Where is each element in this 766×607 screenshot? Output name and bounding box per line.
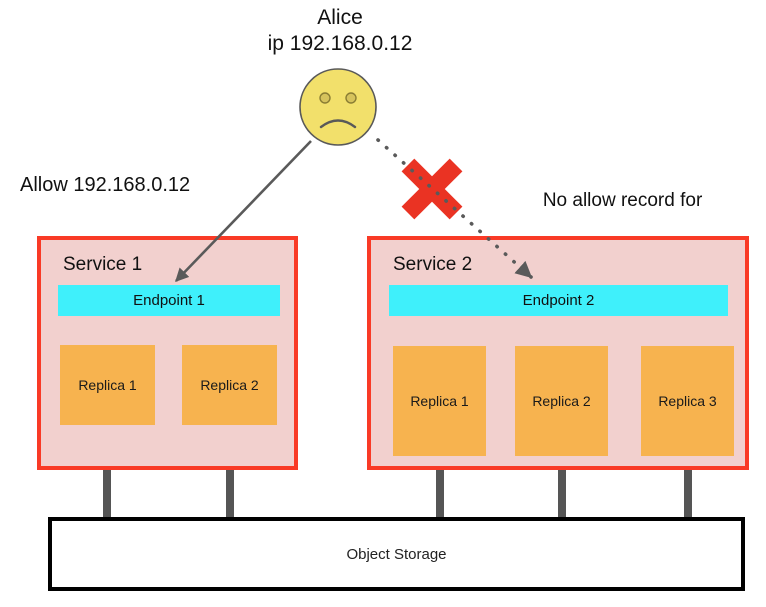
service-2-replica-2[interactable]: Replica 2 — [515, 346, 608, 456]
service-1-replica-1[interactable]: Replica 1 — [60, 345, 155, 425]
face-left-eye — [319, 92, 331, 104]
service-2-title: Service 2 — [393, 254, 473, 275]
allowed-request-arrow — [175, 140, 312, 282]
red-x-icon — [401, 158, 463, 220]
service-2-replica-1[interactable]: Replica 1 — [393, 346, 486, 456]
alice-ip-label: ip 192.168.0.12 — [267, 32, 413, 55]
face-frown-mouth — [319, 119, 357, 129]
alice-name-label: Alice — [317, 6, 363, 29]
allow-annotation-label: Allow 192.168.0.12 — [20, 174, 191, 196]
endpoint-2-box[interactable]: Endpoint 2 — [389, 285, 728, 316]
service-1-replica-2[interactable]: Replica 2 — [182, 345, 277, 425]
x-stroke-horizontal — [401, 158, 463, 220]
face-right-eye — [345, 92, 357, 104]
service-2-replica-3[interactable]: Replica 3 — [641, 346, 734, 456]
service-1-title: Service 1 — [63, 254, 143, 275]
deny-annotation-line-1: No allow record for — [542, 190, 703, 212]
endpoint-1-box[interactable]: Endpoint 1 — [58, 285, 280, 316]
blocked-request-arrow — [376, 138, 533, 279]
sad-face-icon — [299, 68, 377, 146]
object-storage-box[interactable]: Object Storage — [48, 517, 745, 591]
face-circle — [299, 68, 377, 146]
